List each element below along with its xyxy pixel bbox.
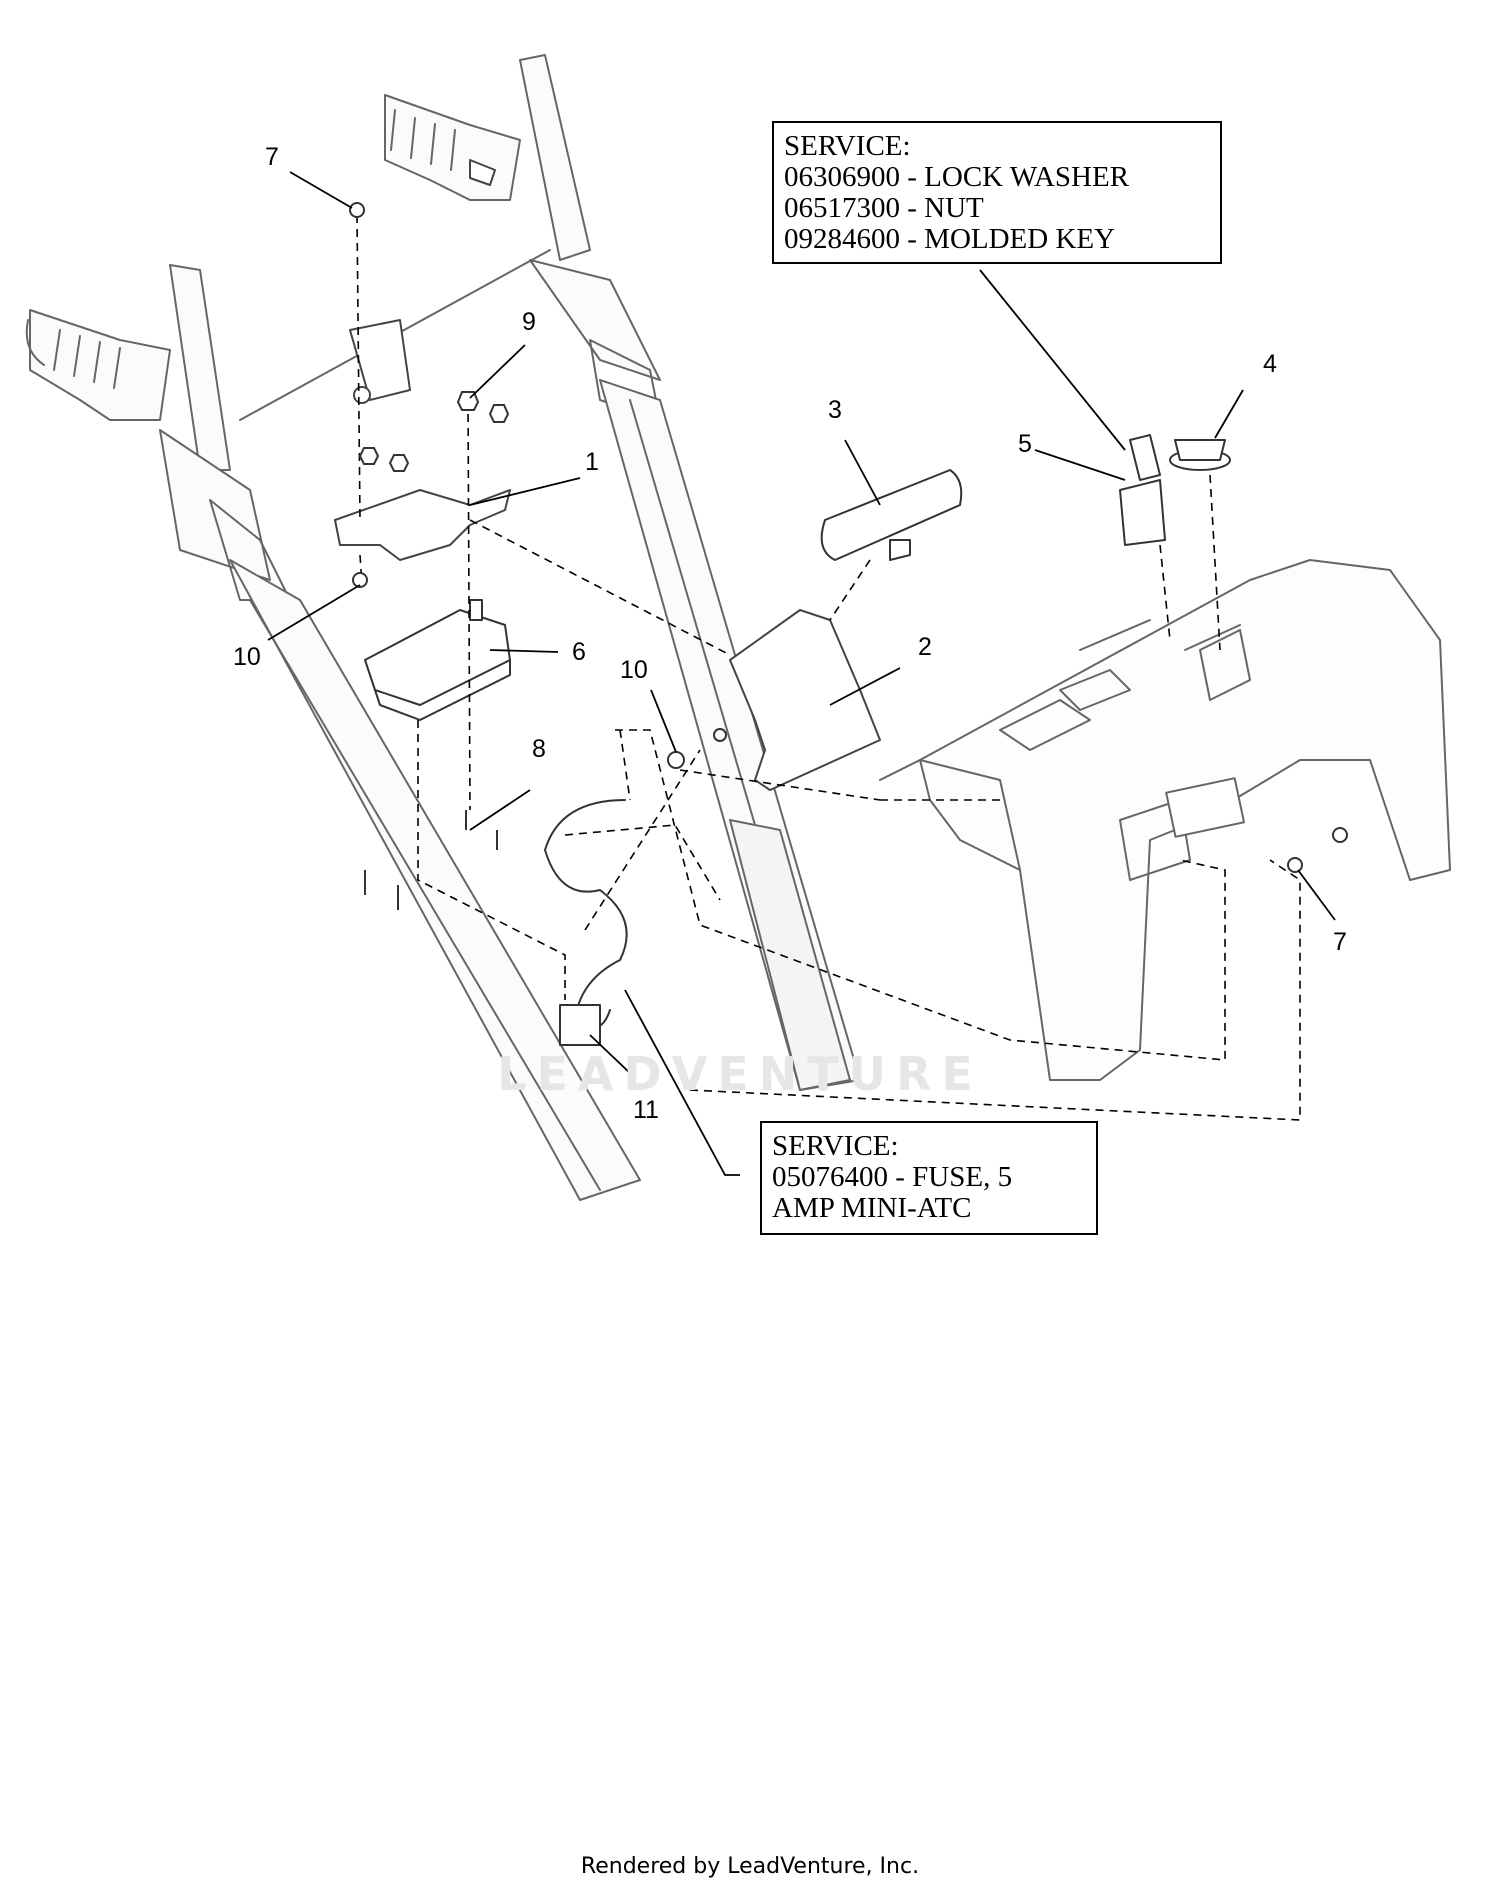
service-box-fuse: SERVICE: 05076400 - FUSE, 5 AMP MINI-ATC <box>760 1121 1098 1235</box>
callout-1: 1 <box>585 448 599 476</box>
nut-d <box>388 454 410 472</box>
callout-7-right: 7 <box>1333 928 1347 956</box>
service-fuse-desc: AMP MINI-ATC <box>772 1192 972 1224</box>
callout-10-right: 10 <box>620 656 648 684</box>
screw-right-b <box>1332 827 1348 843</box>
dash-housing <box>879 559 1451 1081</box>
service-box-key-switch: SERVICE: 06306900 - LOCK WASHER 06517300… <box>772 121 1222 264</box>
service-key-nut: 06517300 - NUT <box>784 192 984 224</box>
watermark-text: LEADVENTURE <box>497 1047 983 1101</box>
nut-b <box>488 404 510 423</box>
part-7-screw-right <box>1287 857 1303 873</box>
callout-2: 2 <box>918 633 932 661</box>
right-handle <box>384 54 861 1091</box>
part-10-washer-left <box>352 572 368 588</box>
part-9-nut <box>456 391 480 411</box>
housing-plate <box>1165 777 1246 838</box>
washer-right-b <box>713 728 727 742</box>
callout-3: 3 <box>828 396 842 424</box>
part-5-key-switch <box>1119 434 1166 546</box>
part-10-washer-right <box>667 751 685 769</box>
render-credit: Rendered by LeadVenture, Inc. <box>580 1854 920 1879</box>
callout-8: 8 <box>532 735 546 763</box>
callout-6: 6 <box>572 638 586 666</box>
service-fuse-part: 05076400 - FUSE, 5 <box>772 1161 1013 1193</box>
part-11-wire-harness <box>544 799 628 1029</box>
service-key-molded-key: 09284600 - MOLDED KEY <box>784 223 1116 255</box>
callout-10-left: 10 <box>233 643 261 671</box>
service-key-lock-washer: 06306900 - LOCK WASHER <box>784 161 1130 193</box>
callout-4: 4 <box>1263 350 1277 378</box>
handle-switch <box>349 159 496 404</box>
callout-7-top: 7 <box>265 143 279 171</box>
part-7-screw-top <box>349 202 365 218</box>
part-2-mounting-plate <box>729 609 881 791</box>
left-handle <box>25 264 641 1201</box>
service-key-heading: SERVICE: <box>784 130 911 162</box>
part-6-control-module <box>364 599 511 721</box>
harness-connector <box>559 1004 601 1046</box>
callout-11: 11 <box>633 1096 659 1124</box>
part-3-cylinder <box>820 469 963 561</box>
callout-9: 9 <box>522 308 536 336</box>
service-fuse-heading: SERVICE: <box>772 1130 899 1162</box>
callout-5: 5 <box>1018 430 1032 458</box>
part-1-bracket <box>334 489 511 561</box>
nut-c <box>358 447 380 465</box>
part-4-knob <box>1169 439 1231 471</box>
